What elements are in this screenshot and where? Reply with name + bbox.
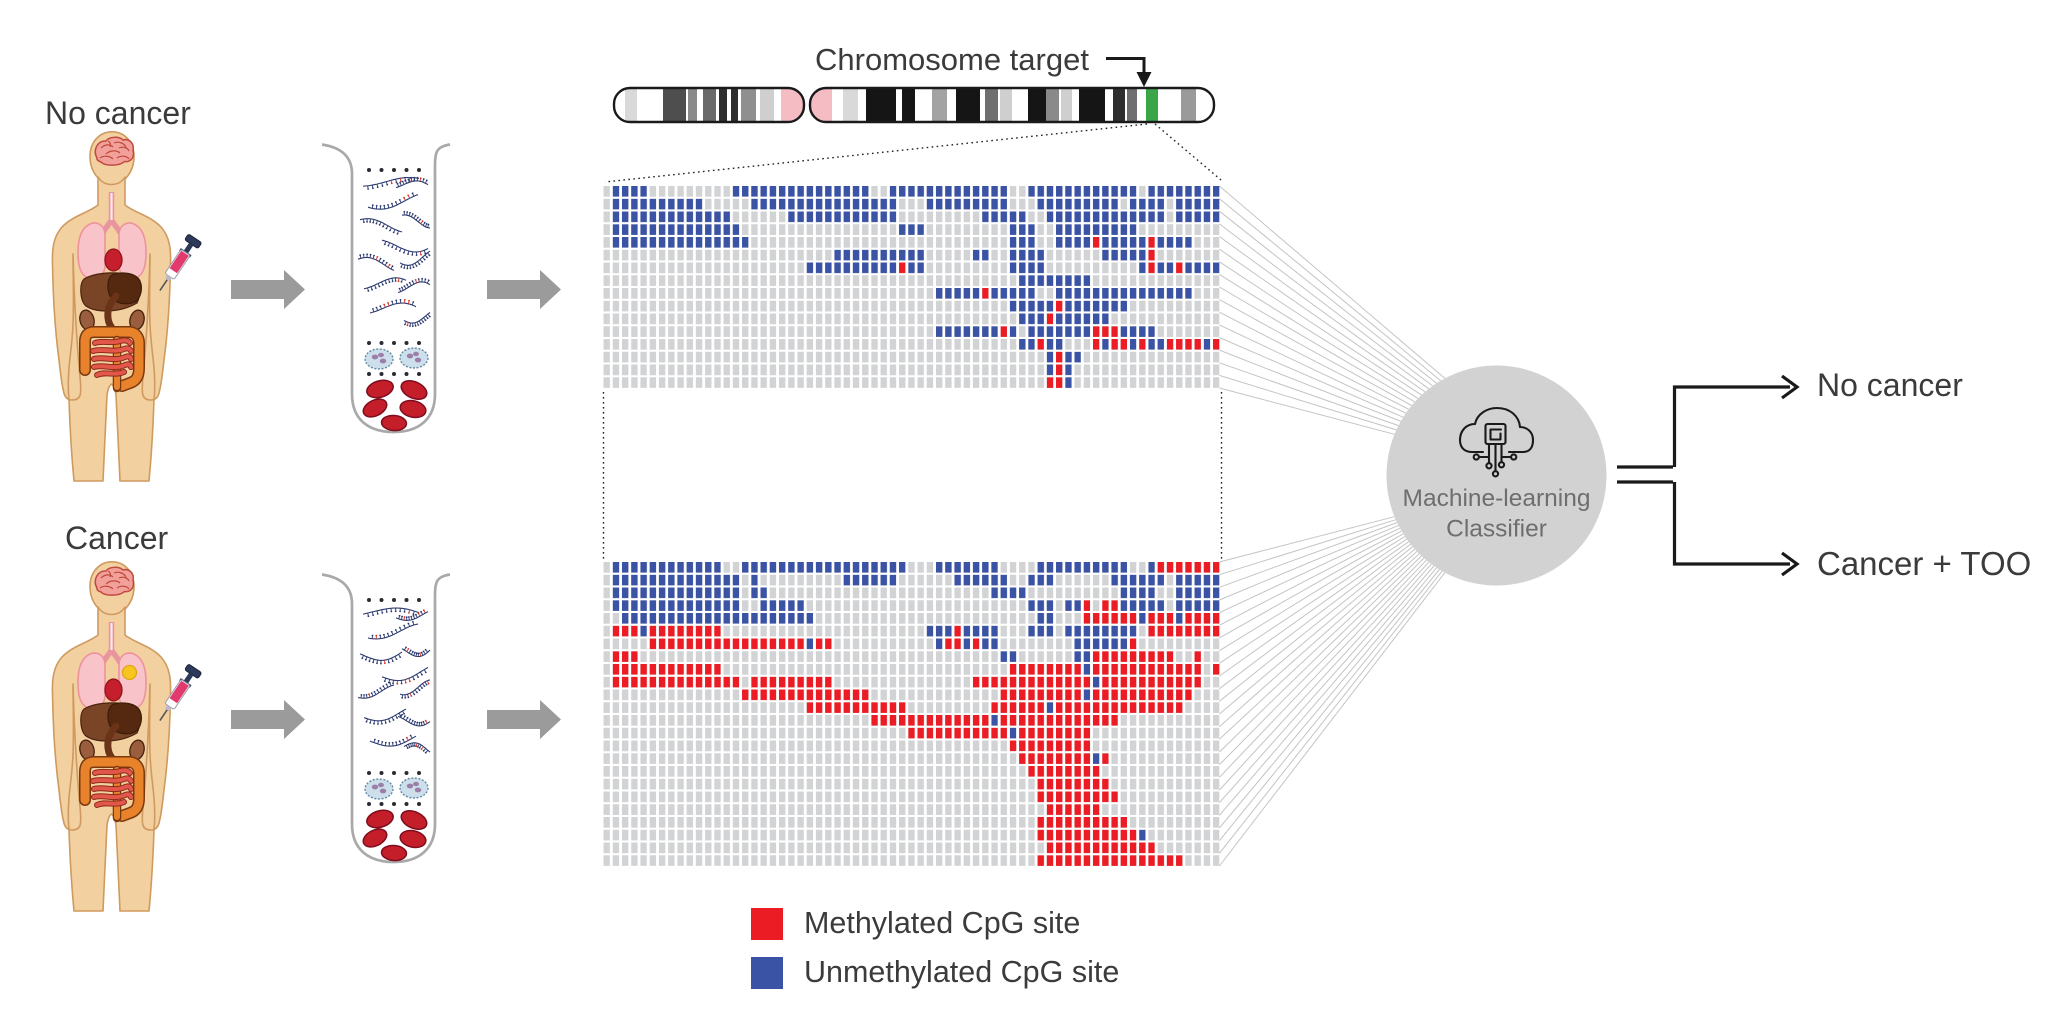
svg-text:Chromosome target: Chromosome target bbox=[815, 42, 1089, 77]
svg-text:No cancer: No cancer bbox=[45, 95, 191, 131]
svg-text:No cancer: No cancer bbox=[1817, 367, 1963, 403]
svg-text:Cancer + TOO: Cancer + TOO bbox=[1817, 545, 2031, 582]
svg-text:Unmethylated CpG site: Unmethylated CpG site bbox=[804, 955, 1119, 989]
svg-text:Classifier: Classifier bbox=[1446, 516, 1547, 543]
svg-text:Cancer: Cancer bbox=[65, 520, 169, 556]
svg-text:Methylated CpG site: Methylated CpG site bbox=[804, 906, 1080, 940]
svg-text:Machine-learning: Machine-learning bbox=[1403, 485, 1591, 512]
